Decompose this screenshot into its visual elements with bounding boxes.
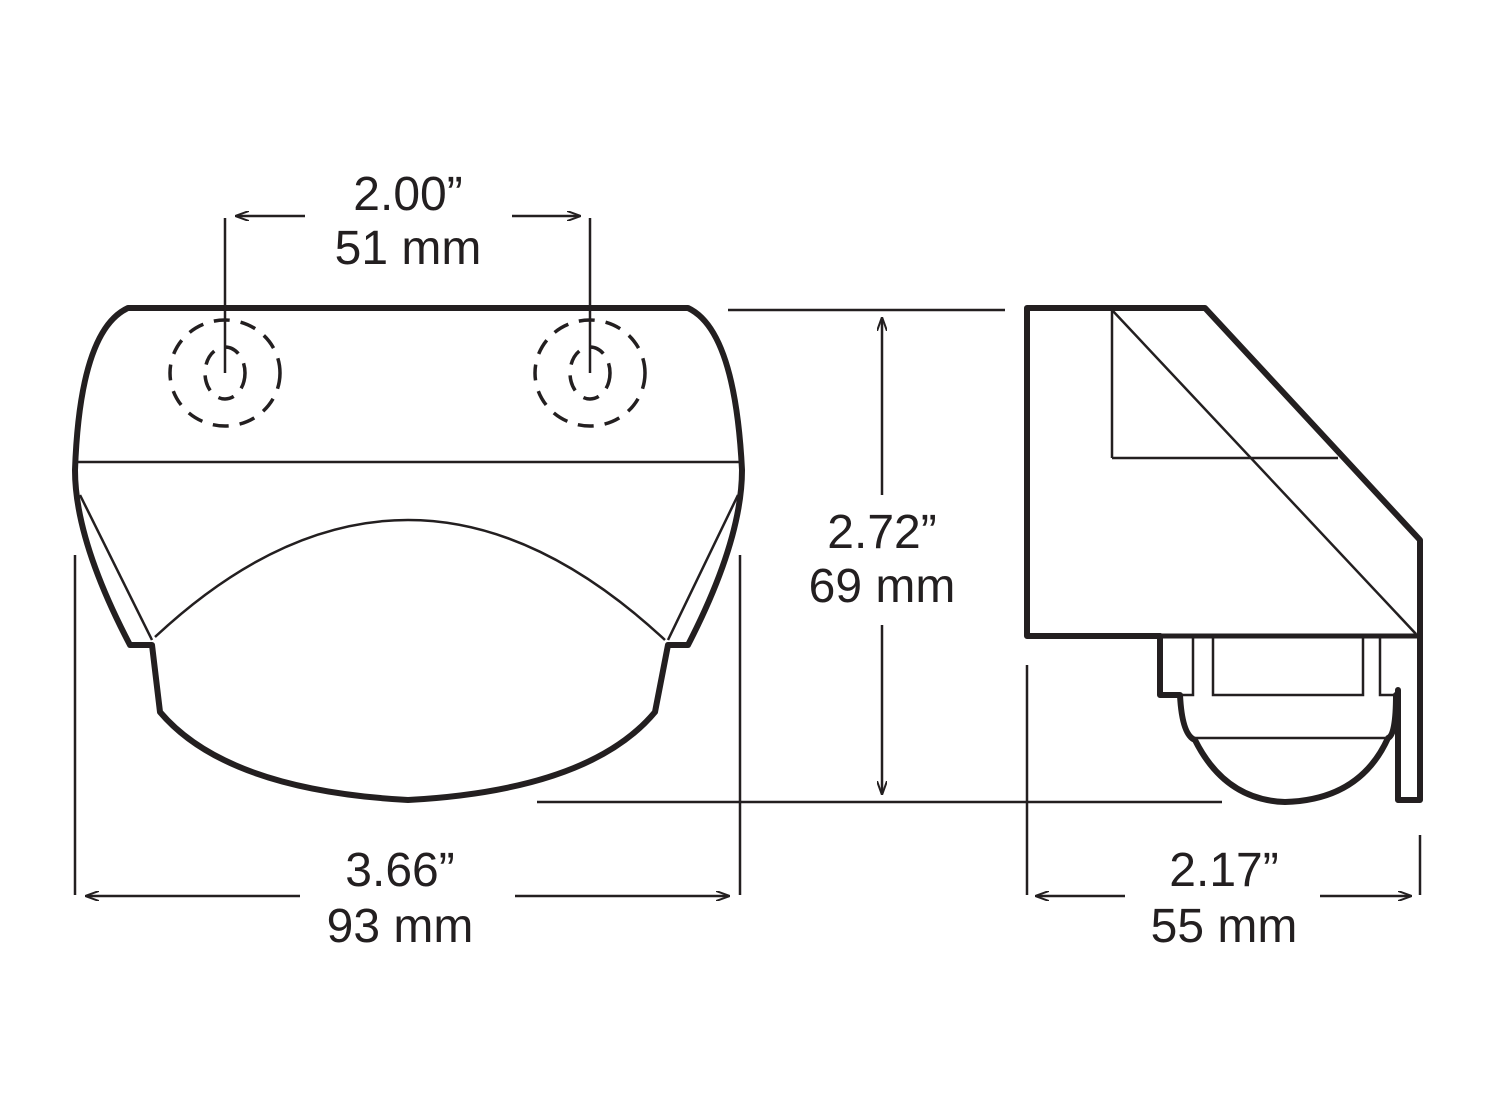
hole-spacing-mm: 51 mm	[335, 222, 482, 275]
height-inch: 2.72”	[827, 506, 936, 559]
side-housing-outline	[1024, 305, 1423, 803]
front-width-inch: 3.66”	[345, 844, 454, 897]
connector-left	[1180, 636, 1195, 697]
hole-spacing-inch: 2.00”	[353, 168, 462, 221]
right-bevel-line	[666, 494, 740, 641]
front-housing-outline	[72, 305, 745, 803]
lens-dome	[1157, 633, 1399, 805]
front-view	[72, 305, 745, 803]
connector-right	[1378, 636, 1396, 697]
side-inner-diagonal	[1111, 309, 1417, 635]
height-mm: 69 mm	[809, 560, 956, 613]
left-bevel-line	[78, 494, 154, 641]
lens-top-arc	[154, 518, 666, 641]
dimension-lines	[73, 216, 1422, 896]
front-width-mm: 93 mm	[327, 900, 474, 953]
side-depth-mm: 55 mm	[1151, 900, 1298, 953]
side-depth-inch: 2.17”	[1169, 844, 1278, 897]
side-view	[1024, 305, 1423, 805]
connector-body	[1211, 634, 1365, 697]
